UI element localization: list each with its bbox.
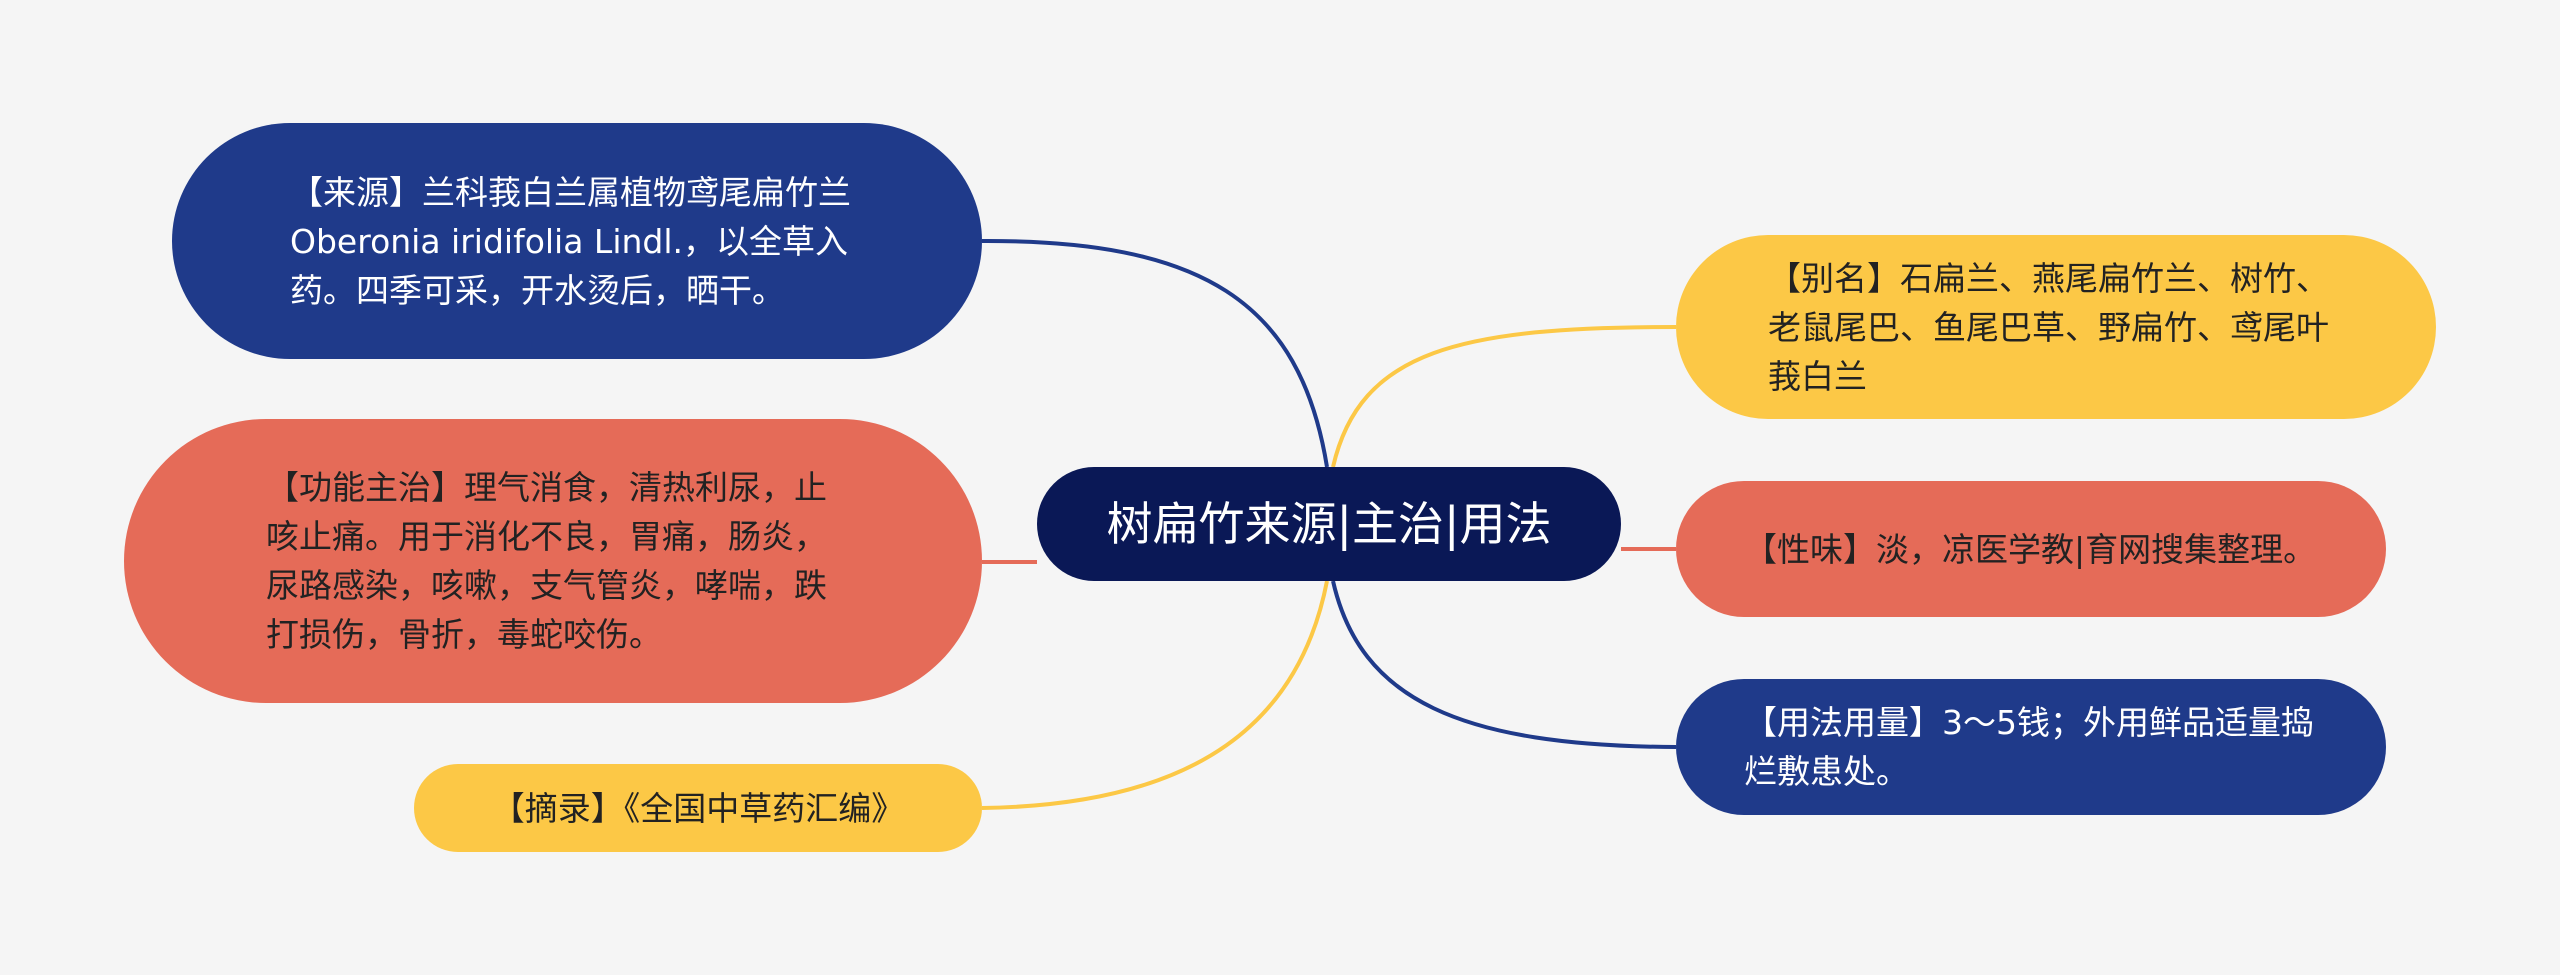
- connector-usage: [1331, 580, 1677, 749]
- branch-alias-text: 【别名】石扁兰、燕尾扁竹兰、树竹、老鼠尾巴、鱼尾巴草、野扁竹、鸢尾叶莪白兰: [1768, 258, 2329, 396]
- branch-alias[interactable]: 【别名】石扁兰、燕尾扁竹兰、树竹、老鼠尾巴、鱼尾巴草、野扁竹、鸢尾叶莪白兰: [1676, 235, 2436, 419]
- branch-taste-text: 【性味】淡，凉医学教|育网搜集整理。: [1744, 529, 2317, 569]
- branch-source-text: 【来源】兰科莪白兰属植物鸢尾扁竹兰Oberonia iridifolia Lin…: [290, 172, 851, 310]
- branch-usage[interactable]: 【用法用量】3～5钱；外用鲜品适量捣烂敷患处。: [1676, 679, 2386, 815]
- branch-excerpt-text: 【摘录】《全国中草药汇编》: [491, 788, 905, 828]
- connector-source: [981, 238, 1329, 468]
- connector-excerpt: [981, 580, 1329, 810]
- central-topic-title: 树扁竹来源|主治|用法: [1106, 497, 1552, 551]
- branch-source[interactable]: 【来源】兰科莪白兰属植物鸢尾扁竹兰Oberonia iridifolia Lin…: [172, 123, 982, 359]
- branch-function[interactable]: 【功能主治】理气消食，清热利尿，止咳止痛。用于消化不良，胃痛，肠炎，尿路感染，咳…: [124, 419, 982, 703]
- branch-usage-text: 【用法用量】3～5钱；外用鲜品适量捣烂敷患处。: [1744, 703, 2314, 791]
- branch-excerpt[interactable]: 【摘录】《全国中草药汇编》: [414, 764, 982, 852]
- branch-function-text: 【功能主治】理气消食，清热利尿，止咳止痛。用于消化不良，胃痛，肠炎，尿路感染，咳…: [266, 468, 827, 654]
- connector-alias: [1331, 325, 1677, 468]
- central-topic[interactable]: 树扁竹来源|主治|用法: [1037, 467, 1621, 581]
- branch-taste[interactable]: 【性味】淡，凉医学教|育网搜集整理。: [1676, 481, 2386, 617]
